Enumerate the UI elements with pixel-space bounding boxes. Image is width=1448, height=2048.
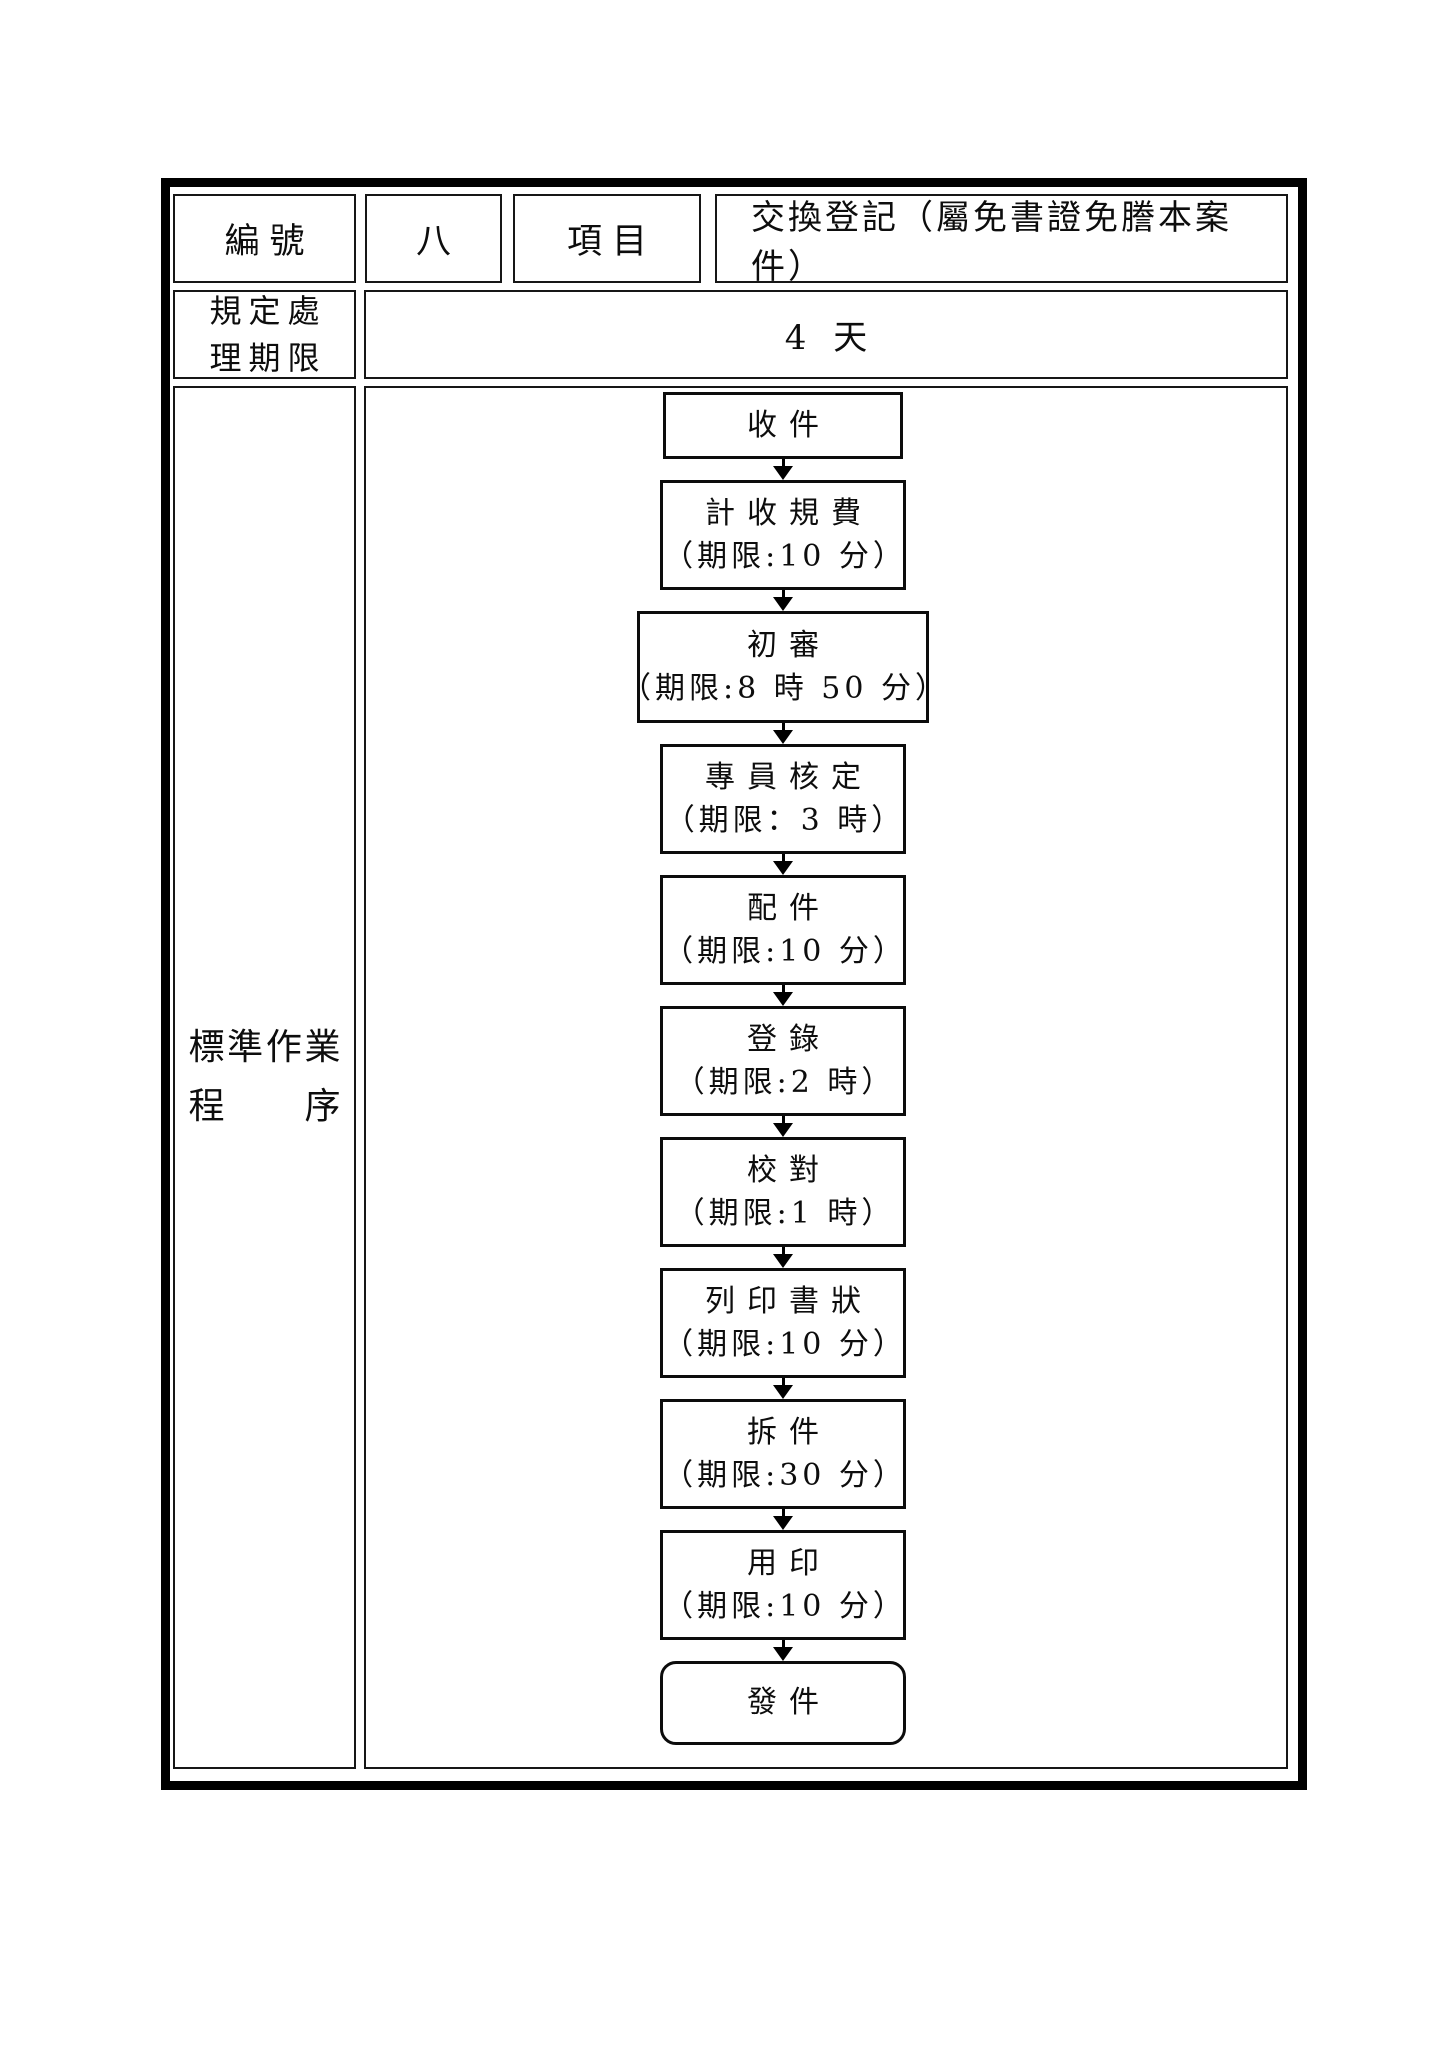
step-title: 計收規費 [705, 495, 873, 531]
flowchart-step-10: 用印 （期限:10 分） [660, 1530, 906, 1640]
flow-arrow-down-icon [773, 1116, 793, 1137]
flowchart-step-1: 收件 [663, 392, 903, 459]
label-char: 序 [304, 1085, 341, 1127]
item-label-cell: 項目 [513, 194, 701, 283]
arrow-head [773, 1647, 793, 1661]
arrow-head [773, 1123, 793, 1137]
arrow-stem [781, 590, 785, 597]
step-title: 登錄 [747, 1021, 831, 1057]
flow-arrow-down-icon [773, 459, 793, 480]
step-deadline: （期限:2 時） [674, 1064, 896, 1100]
flowchart-step-5: 配件 （期限:10 分） [660, 875, 906, 985]
step-deadline: （期限:10 分） [663, 538, 907, 574]
label-char: 程 [188, 1085, 225, 1127]
step-title: 專員核定 [705, 759, 873, 795]
step-title: 收件 [747, 407, 831, 443]
flowchart-step-7: 校對 （期限:1 時） [660, 1137, 906, 1247]
arrow-head [773, 597, 793, 611]
flow-arrow-down-icon [773, 985, 793, 1006]
number-label-cell: 編號 [173, 194, 356, 283]
step-deadline: （期限:30 分） [663, 1457, 907, 1493]
arrow-stem [781, 985, 785, 992]
flowchart-cell: 收件 計收規費 （期限:10 分） 初審 （期限:8 時 50 分） 專員核定 … [364, 386, 1288, 1769]
step-title: 列印書狀 [705, 1283, 873, 1319]
step-deadline: （期限:8 時 50 分） [621, 670, 949, 706]
step-title: 發件 [747, 1685, 831, 1720]
processing-deadline-label-cell: 規定處 理期限 [173, 290, 356, 379]
arrow-head [773, 730, 793, 744]
arrow-stem [781, 1378, 785, 1385]
arrow-stem [781, 459, 785, 466]
step-deadline: （期限：3 時） [664, 802, 906, 838]
flow-arrow-down-icon [773, 854, 793, 875]
arrow-head [773, 1254, 793, 1268]
procedure-section-label: 標準作業 程序 [189, 1019, 341, 1136]
flow-arrow-down-icon [773, 1247, 793, 1268]
step-title: 初審 [747, 627, 831, 663]
procedure-section-label-cell: 標準作業 程序 [173, 386, 356, 1769]
flow-arrow-down-icon [773, 590, 793, 611]
step-title: 校對 [747, 1152, 831, 1188]
label-char: 作 [265, 1027, 302, 1069]
step-deadline: （期限:10 分） [663, 933, 907, 969]
flow-arrow-down-icon [773, 1509, 793, 1530]
step-title: 用印 [747, 1545, 831, 1581]
deadline-label-line2: 理期限 [209, 338, 327, 377]
step-title: 拆件 [747, 1414, 831, 1450]
flowchart-step-2: 計收規費 （期限:10 分） [660, 480, 906, 590]
arrow-stem [781, 1247, 785, 1254]
flowchart-step-8: 列印書狀 （期限:10 分） [660, 1268, 906, 1378]
step-title: 配件 [747, 890, 831, 926]
document-table-frame: 編號 八 項目 交換登記（屬免書證免謄本案件） 規定處 理期限 4 天 標準作業… [161, 178, 1307, 1790]
label-char: 準 [227, 1027, 264, 1069]
arrow-head [773, 861, 793, 875]
arrow-stem [781, 1640, 785, 1647]
arrow-stem [781, 1509, 785, 1516]
flow-arrow-down-icon [773, 723, 793, 744]
deadline-label-line1: 規定處 [209, 292, 327, 331]
flowchart-step-4: 專員核定 （期限：3 時） [660, 744, 906, 854]
item-value-cell: 交換登記（屬免書證免謄本案件） [715, 194, 1288, 287]
procedure-label-line2: 程序 [189, 1078, 341, 1136]
processing-deadline-value-cell: 4 天 [364, 290, 1288, 379]
arrow-head [773, 1385, 793, 1399]
arrow-head [773, 466, 793, 480]
flowchart-step-3: 初審 （期限:8 時 50 分） [621, 611, 945, 723]
flowchart-step-9: 拆件 （期限:30 分） [660, 1399, 906, 1509]
procedure-flowchart: 收件 計收規費 （期限:10 分） 初審 （期限:8 時 50 分） 專員核定 … [621, 392, 945, 1745]
arrow-head [773, 992, 793, 1006]
procedure-label-line1: 標準作業 [189, 1019, 341, 1077]
step-deadline: （期限:10 分） [663, 1326, 907, 1362]
step-deadline: （期限:1 時） [674, 1195, 896, 1231]
arrow-head [773, 1516, 793, 1530]
flowchart-step-11: 發件 [660, 1661, 906, 1745]
flowchart-step-6: 登錄 （期限:2 時） [660, 1006, 906, 1116]
label-char: 標 [188, 1027, 225, 1069]
arrow-stem [781, 1116, 785, 1123]
flow-arrow-down-icon [773, 1640, 793, 1661]
step-deadline: （期限:10 分） [663, 1588, 907, 1624]
arrow-stem [781, 854, 785, 861]
arrow-stem [781, 723, 785, 730]
label-char: 業 [304, 1027, 341, 1069]
number-value-cell: 八 [365, 194, 502, 283]
flow-arrow-down-icon [773, 1378, 793, 1399]
